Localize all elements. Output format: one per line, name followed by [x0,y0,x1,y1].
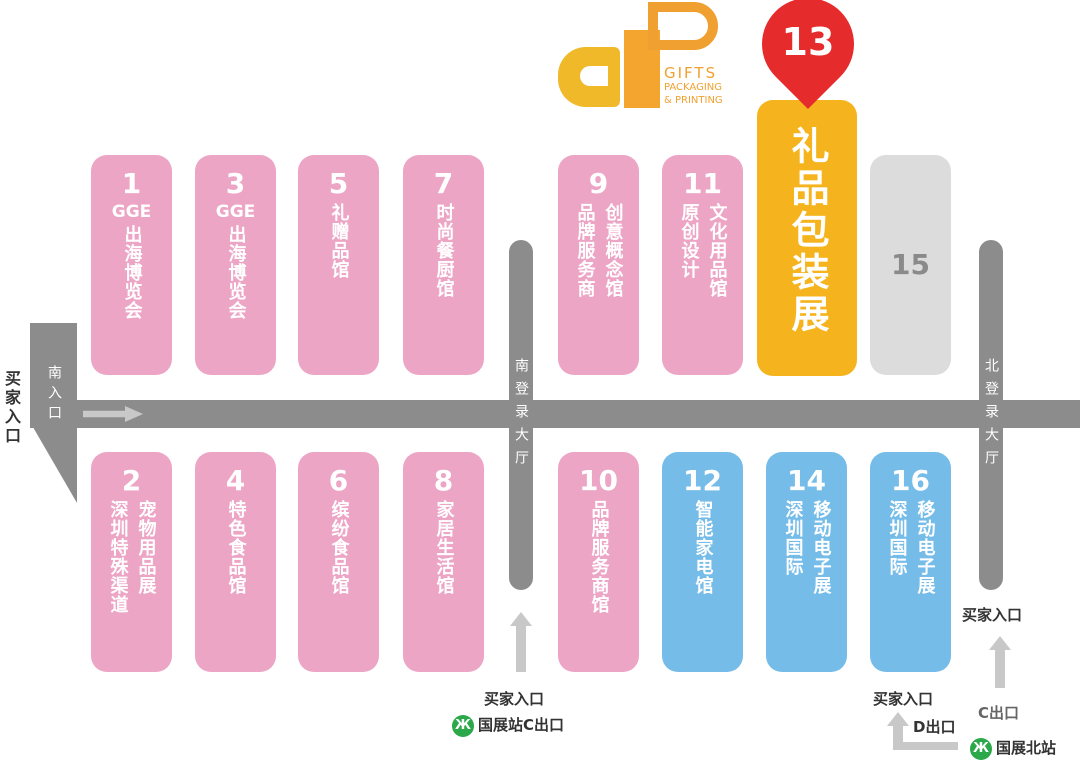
hall-12[interactable]: 12 智能家电馆 [662,452,743,672]
arrow-d-icon [893,722,903,750]
metro-south-label: 国展站C出口 [478,716,565,734]
hall-number: 6 [328,464,349,497]
hall-name: 创意概念馆品牌服务商 [574,203,624,298]
hall-name: 出海博览会 [225,225,247,320]
hall-name-column: 移动电子展 [914,500,936,595]
hall-name-column: 智能家电馆 [692,500,714,595]
hall-name: 移动电子展深圳国际 [886,500,936,595]
hall-name-column: 原创设计 [678,203,700,279]
north-lobby-label: 北登录大厅 [983,357,999,473]
hall-name-column: 文化用品馆 [706,203,728,298]
hall-name-column: 出海博览会 [121,225,143,320]
hall-name: 特色食品馆 [225,500,247,595]
hall-name: 移动电子展深圳国际 [782,500,832,595]
arrow-d-head [887,712,909,726]
metro-icon: Ж [452,714,474,737]
south-entrance-label: 南入口 [46,365,62,425]
pin-number: 13 [781,20,835,64]
hall-name-column: 创意概念馆 [602,203,624,298]
metro-north-label: 国展北站 [996,739,1057,757]
hall-name-column: 深圳国际 [886,500,908,576]
hall-7[interactable]: 7 时尚餐厨馆 [403,155,484,375]
north-lobby: 北登录大厅 [979,240,1003,590]
hall-number: 12 [683,464,722,497]
gpp-logo: GIFTS PACKAGING & PRINTING [558,2,733,110]
hall-name: 时尚餐厨馆 [433,203,455,298]
hall-name-column: 宠物用品展 [135,500,157,595]
hall-number: 3 [225,167,246,200]
arrow-up-head [510,612,532,626]
arrow-up-c-icon [995,648,1005,688]
hall-name: 智能家电馆 [692,500,714,595]
arrow-d-base [893,742,958,750]
hall-5[interactable]: 5 礼赠品馆 [298,155,379,375]
hall-name-column: 出海博览会 [225,225,247,320]
arrow-up-c-head [989,636,1011,650]
hall-name-column: 品牌服务商馆 [588,500,610,614]
hall-number: 7 [433,167,454,200]
hall-4[interactable]: 4 特色食品馆 [195,452,276,672]
north-buyer-entrance-c: 买家入口 [962,606,1023,624]
north-buyer-entrance-d: 买家入口 [873,690,934,708]
hall-name-column: 时尚餐厨馆 [433,203,455,298]
hall-number: 9 [588,167,609,200]
logo-printing: & PRINTING [664,95,723,106]
hall-15[interactable]: 15 [870,155,951,375]
hall-number: 15 [891,248,930,281]
hall-number: 16 [891,464,930,497]
logo-packaging: PACKAGING [664,82,723,93]
hall-number: 4 [225,464,246,497]
hall-name-column: 缤纷食品馆 [328,500,350,595]
hall-name: 礼赠品馆 [328,203,350,279]
south-buyer-entrance-bottom: 买家入口 [484,690,545,708]
hall-13[interactable]: 礼品包装展 [757,100,857,376]
hall-13-title: 礼品包装展 [785,126,829,336]
hall-name: 出海博览会 [121,225,143,320]
hall-name-column: 特色食品馆 [225,500,247,595]
metro-icon: Ж [970,737,992,760]
hall-name: 家居生活馆 [433,500,455,595]
exit-c-label: C出口 [978,704,1020,722]
hall-subtitle: GGE [111,202,152,222]
hall-name-column: 移动电子展 [810,500,832,595]
hall-number: 1 [121,167,142,200]
arrow-up-icon [516,620,526,672]
hall-name-column: 品牌服务商 [574,203,596,298]
hall-number: 10 [579,464,618,497]
hall-name-column: 家居生活馆 [433,500,455,595]
hall-number: 8 [433,464,454,497]
hall-name: 缤纷食品馆 [328,500,350,595]
hall-name: 文化用品馆原创设计 [678,203,728,298]
hall-name-column: 礼赠品馆 [328,203,350,279]
exit-d-label: D出口 [913,718,956,736]
south-lobby: 南登录大厅 [509,240,533,590]
logo-gifts: GIFTS [664,64,718,82]
hall-name-column: 深圳国际 [782,500,804,576]
hall-10[interactable]: 10 品牌服务商馆 [558,452,639,672]
hall-6[interactable]: 6 缤纷食品馆 [298,452,379,672]
hall-number: 11 [683,167,722,200]
hall-name-column: 深圳特殊渠道 [107,500,129,614]
hall-8[interactable]: 8 家居生活馆 [403,452,484,672]
south-buyer-entrance-label: 买家入口 [2,370,21,446]
hall-number: 14 [787,464,826,497]
hall-name: 品牌服务商馆 [588,500,610,614]
main-corridor [30,400,1080,428]
south-lobby-label: 南登录大厅 [513,357,529,473]
hall-name: 宠物用品展深圳特殊渠道 [107,500,157,614]
hall-number: 2 [121,464,142,497]
hall-subtitle: GGE [215,202,256,222]
hall-number: 5 [328,167,349,200]
